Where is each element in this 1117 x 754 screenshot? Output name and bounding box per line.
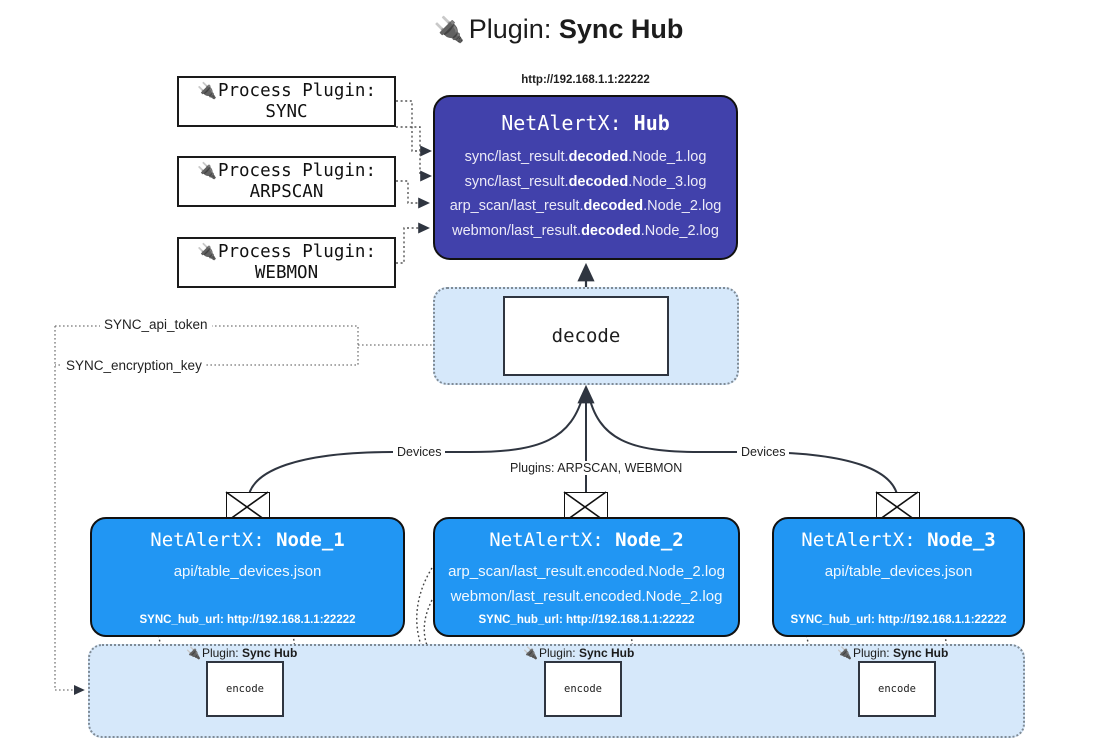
decode-box[interactable]: decode [503,296,669,376]
node-title-name: Node_3 [927,529,996,551]
log-em: decoded [568,173,629,190]
hub-title-prefix: NetAlertX: [501,111,634,135]
plugin-label-name: Sync Hub [578,646,635,660]
node-line: arp_scan/last_result.encoded.Node_2.log [448,563,725,580]
plugin-label-name: Sync Hub [241,646,298,660]
process-plugin-label: Process Plugin: [217,242,376,262]
sync-encryption-key-label: SYNC_encryption_key [62,358,206,373]
log-pre: sync/last_result. [464,149,569,165]
node-title-prefix: NetAlertX: [150,529,277,551]
node-lines: arp_scan/last_result.encoded.Node_2.log … [435,559,738,609]
node-title-name: Node_1 [276,529,345,551]
log-pre: sync/last_result. [464,173,569,190]
node-hub-url: SYNC_hub_url: http://192.168.1.1:22222 [139,614,356,626]
log-em: decoded [568,149,629,165]
plug-icon: 🔌 [197,81,217,100]
encode-box-node-1[interactable]: encode [206,661,284,717]
process-plugin-sync[interactable]: 🔌Process Plugin: SYNC [177,76,396,127]
node-lines: api/table_devices.json [92,559,403,584]
log-em: decoded [583,198,644,214]
plugin-label-node-1: 🔌Plugin: Sync Hub [186,646,297,660]
encode-box-node-2[interactable]: encode [544,661,622,717]
edge-label-plugins: Plugins: ARPSCAN, WEBMON [506,461,687,475]
log-post: .Node_2.log [643,198,722,214]
edge-label-devices-left: Devices [393,445,446,459]
process-plugin-label: Process Plugin: [217,81,376,101]
hub-title: NetAlertX: Hub [435,111,736,135]
process-plugin-name: WEBMON [254,263,319,283]
plug-icon: 🔌 [186,646,201,660]
node-1[interactable]: NetAlertX: Node_1 api/table_devices.json… [90,517,405,637]
hub-log-item: webmon/last_result.decoded.Node_2.log [435,219,736,244]
hub-log-item: arp_scan/last_result.decoded.Node_2.log [435,194,736,219]
node-2[interactable]: NetAlertX: Node_2 arp_scan/last_result.e… [433,517,740,637]
hub-node[interactable]: NetAlertX: Hub sync/last_result.decoded.… [433,95,738,260]
plugin-label-name: Sync Hub [892,646,949,660]
plugin-label-node-3: 🔌Plugin: Sync Hub [837,646,948,660]
log-post: .Node_2.log [640,222,719,239]
process-plugin-webmon[interactable]: 🔌Process Plugin: WEBMON [177,237,396,288]
node-line: api/table_devices.json [173,563,322,580]
node-lines: api/table_devices.json [774,559,1023,584]
sync-api-token-label: SYNC_api_token [100,317,212,332]
plug-icon: 🔌 [523,646,538,660]
process-plugin-name: ARPSCAN [249,182,324,202]
node-hub-url: SYNC_hub_url: http://192.168.1.1:22222 [478,614,695,626]
plug-icon: 🔌 [433,16,465,44]
page-title-prefix: Plugin: [468,14,559,44]
page-title: 🔌Plugin: Sync Hub [0,14,1117,45]
hub-log-item: sync/last_result.decoded.Node_1.log [435,145,736,170]
hub-url: http://192.168.1.1:22222 [521,74,650,86]
plug-icon: 🔌 [197,161,217,180]
process-plugin-name: SYNC [265,102,308,122]
plugin-label-prefix: Plugin: [852,646,893,660]
process-plugin-arpscan[interactable]: 🔌Process Plugin: ARPSCAN [177,156,396,207]
plug-icon: 🔌 [197,242,217,261]
node-title-prefix: NetAlertX: [489,529,616,551]
log-pre: webmon/last_result. [452,222,582,239]
node-title: NetAlertX: Node_1 [92,529,403,551]
node-title: NetAlertX: Node_2 [435,529,738,551]
node-title-prefix: NetAlertX: [801,529,928,551]
encode-box-node-3[interactable]: encode [858,661,936,717]
page-title-name: Sync Hub [558,14,684,44]
process-plugin-label: Process Plugin: [217,161,376,181]
node-title-name: Node_2 [615,529,684,551]
hub-title-name: Hub [633,111,670,135]
log-em: decoded [581,222,641,239]
node-line: webmon/last_result.encoded.Node_2.log [450,588,723,605]
hub-log-list: sync/last_result.decoded.Node_1.log sync… [435,145,736,243]
log-pre: arp_scan/last_result. [449,198,584,214]
node-hub-url: SYNC_hub_url: http://192.168.1.1:22222 [790,614,1007,626]
plugin-label-prefix: Plugin: [201,646,242,660]
log-post: .Node_3.log [628,173,707,190]
log-post: .Node_1.log [628,149,707,165]
plug-icon: 🔌 [837,646,852,660]
node-line: api/table_devices.json [824,563,973,580]
node-3[interactable]: NetAlertX: Node_3 api/table_devices.json… [772,517,1025,637]
plugin-label-prefix: Plugin: [538,646,579,660]
edge-label-devices-right: Devices [737,445,790,459]
node-title: NetAlertX: Node_3 [774,529,1023,551]
hub-log-item: sync/last_result.decoded.Node_3.log [435,170,736,195]
plugin-label-node-2: 🔌Plugin: Sync Hub [523,646,634,660]
